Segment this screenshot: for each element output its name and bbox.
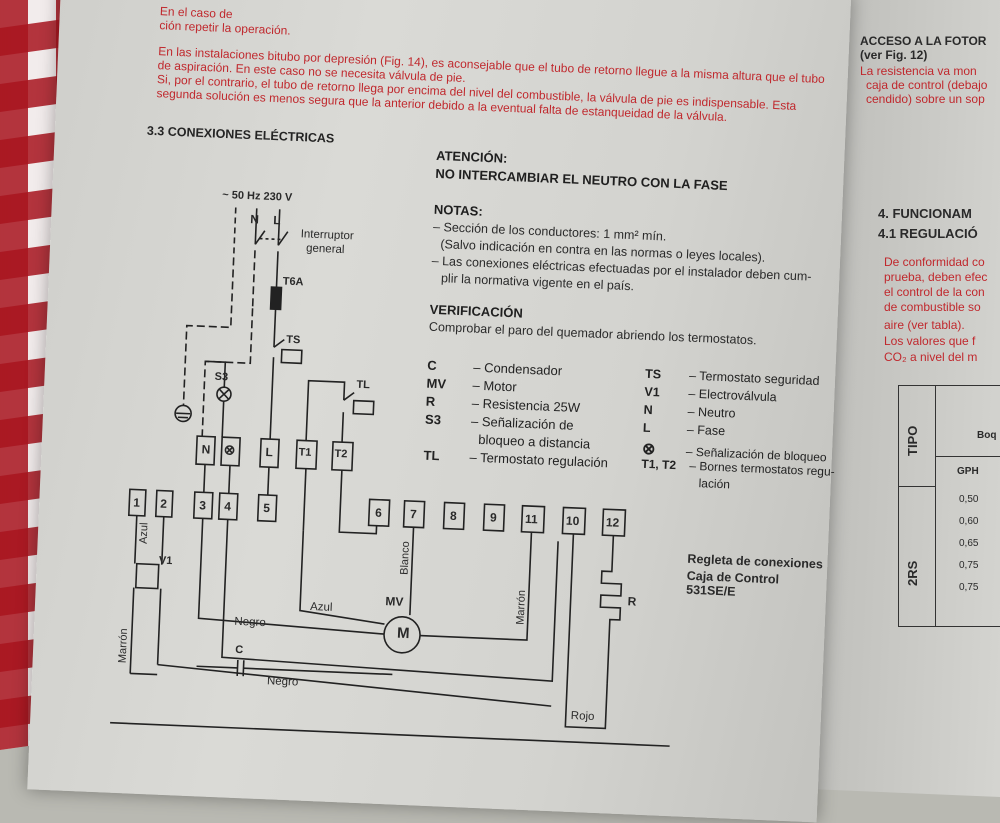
terminal-5: 5 — [263, 501, 270, 515]
fuse-label: T6A — [282, 276, 303, 289]
table-gph: GPH — [957, 466, 979, 477]
switch-label-2: general — [306, 242, 345, 256]
wire-azul-vertical: Azul — [138, 522, 151, 544]
right-para-2: prueba, deben efec — [884, 270, 987, 284]
terminal-1: 1 — [133, 495, 140, 509]
table-value-3: 0,65 — [959, 538, 978, 549]
right-para-4: de combustible so — [884, 300, 981, 314]
wire-marron-vertical: Marrón — [117, 628, 130, 663]
wire-azul-horizontal: Azul — [310, 601, 333, 614]
table-tipo: TIPO — [905, 426, 920, 456]
table-model: 2RS — [905, 561, 920, 586]
right-para-3: el control de la con — [884, 285, 985, 299]
terminal-6: 6 — [375, 506, 382, 520]
wire-negro-2: Negro — [267, 675, 299, 688]
motor-mv-label: MV — [385, 594, 404, 609]
table-col-boq: Boq — [977, 430, 996, 441]
right-title: ACCESO A LA FOTOR — [860, 34, 986, 48]
terminal-12: 12 — [606, 515, 620, 530]
terminal-8: 8 — [450, 509, 457, 523]
regulation-table: TIPO Boq GPH 2RS 0,50 0,60 0,65 0,75 0,7… — [898, 385, 1000, 627]
terminal-10: 10 — [566, 514, 580, 529]
terminal-11: 11 — [525, 512, 538, 527]
wiring-diagram — [27, 0, 851, 822]
terminal-n: N — [201, 442, 210, 456]
terminal-t2: T2 — [334, 448, 347, 461]
wire-rojo: Rojo — [571, 710, 595, 723]
phase-label: L — [273, 213, 281, 227]
s3-label: S3 — [214, 371, 228, 384]
right-line-3: cendido) sobre un sop — [866, 92, 985, 106]
valve-v1-label: V1 — [159, 555, 173, 568]
table-value-5: 0,75 — [959, 582, 978, 593]
terminal-lockout: ⊗ — [223, 441, 235, 458]
right-para-7: CO₂ a nivel del m — [884, 350, 977, 364]
table-value-1: 0,50 — [959, 494, 978, 505]
resistance-label: R — [627, 594, 636, 608]
right-line-2: caja de control (debajo — [866, 78, 987, 92]
wire-marron-2: Marrón — [515, 590, 528, 625]
terminal-l: L — [265, 445, 273, 459]
right-page: ACCESO A LA FOTOR (ver Fig. 12) La resis… — [858, 0, 1000, 750]
terminal-4: 4 — [224, 499, 231, 513]
neutral-label: N — [250, 212, 259, 226]
switch-label-1: Interruptor — [300, 228, 354, 242]
right-para-5: aire (ver tabla). — [884, 318, 965, 332]
tl-label: TL — [356, 379, 370, 392]
capacitor-label: C — [235, 644, 243, 656]
terminal-7: 7 — [410, 507, 417, 521]
terminal-2: 2 — [160, 497, 167, 511]
right-subtitle: (ver Fig. 12) — [860, 48, 927, 62]
right-para-1: De conformidad co — [884, 255, 985, 269]
wire-negro-1: Negro — [234, 616, 266, 629]
ts-label: TS — [286, 334, 301, 347]
section-41-title: 4.1 REGULACIÓ — [878, 226, 978, 241]
right-line-1: La resistencia va mon — [860, 64, 977, 78]
table-value-2: 0,60 — [959, 516, 978, 527]
motor-symbol: M — [397, 625, 410, 643]
wire-blanco: Blanco — [399, 541, 412, 575]
terminal-3: 3 — [199, 498, 206, 512]
section-4-title: 4. FUNCIONAM — [878, 206, 972, 221]
right-para-6: Los valores que f — [884, 334, 975, 348]
table-value-4: 0,75 — [959, 560, 978, 571]
terminal-9: 9 — [490, 510, 497, 524]
manual-page: En el caso de ción repetir la operación.… — [27, 0, 851, 822]
terminal-t1: T1 — [298, 446, 311, 459]
